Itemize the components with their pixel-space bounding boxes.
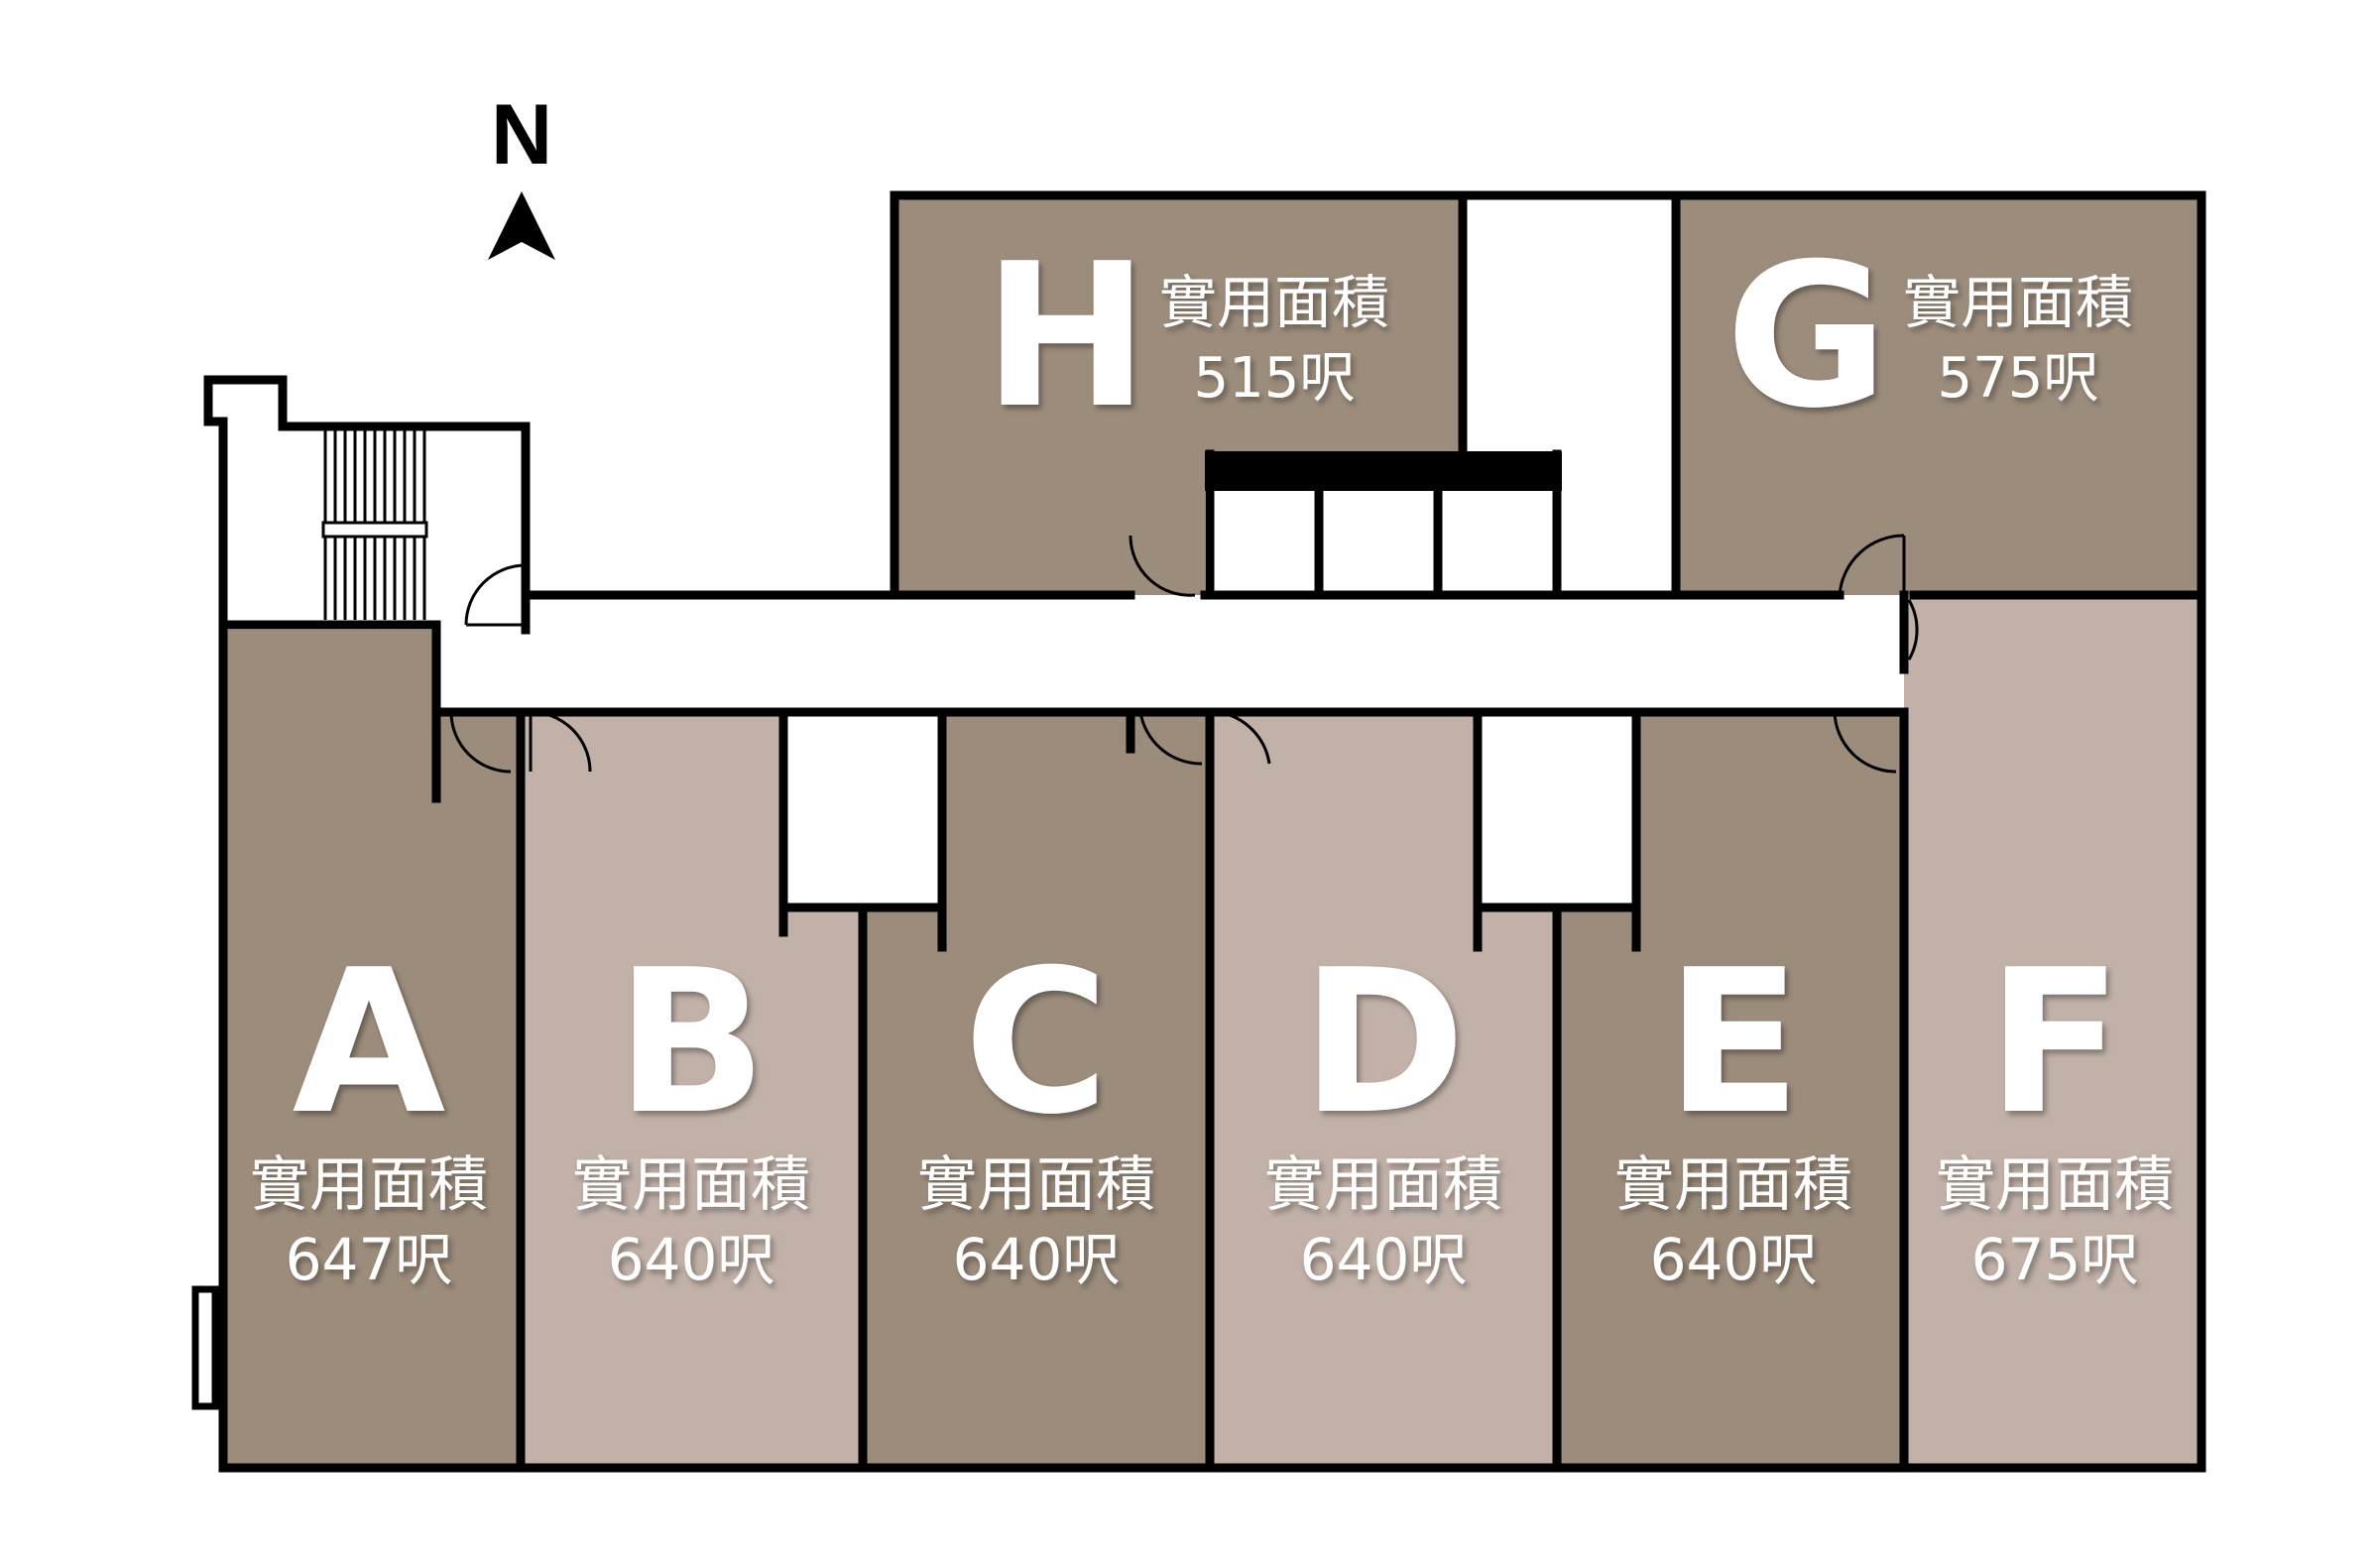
unit-label-g: G 實用面積 575呎: [1726, 221, 2133, 452]
unit-letter: E: [1666, 927, 1802, 1158]
door-swings: [449, 534, 1919, 774]
unit-area-g[interactable]: [1676, 195, 2202, 595]
unit-area-label: 實用面積: [1903, 269, 2133, 336]
unit-area-a[interactable]: [223, 630, 521, 1468]
north-arrow-icon: [488, 191, 555, 260]
unit-label-d: D 實用面積 640呎: [1264, 927, 1502, 1293]
unit-letter: C: [964, 927, 1110, 1158]
unit-area-label: 實用面積: [1614, 1150, 1852, 1220]
unit-letter: D: [1301, 927, 1466, 1158]
unit-area-label: 實用面積: [917, 1150, 1155, 1220]
unit-letter: A: [293, 927, 446, 1158]
unit-area-value: 515呎: [1194, 346, 1356, 411]
west-vent: [191, 1285, 219, 1410]
unit-area-label: 實用面積: [1264, 1150, 1502, 1220]
unit-area-value: 640呎: [1650, 1226, 1818, 1293]
unit-area-label: 實用面積: [250, 1150, 488, 1220]
unit-area-value: 647呎: [286, 1226, 453, 1293]
unit-label-f: F 實用面積 675呎: [1936, 927, 2174, 1293]
unit-area-f[interactable]: [1904, 595, 2202, 1468]
staircase: [321, 429, 428, 620]
unit-letter: G: [1726, 221, 1888, 452]
lift-header-beam: [1205, 451, 1562, 491]
unit-label-b: B 實用面積 640呎: [572, 927, 810, 1293]
unit-area-value: 640呎: [608, 1226, 775, 1293]
utility-niche-de: [1478, 712, 1636, 907]
unit-letter: B: [616, 927, 767, 1158]
unit-area-value: 575呎: [1938, 346, 2099, 411]
walls: [203, 190, 2206, 1473]
unit-label-a: A 實用面積 647呎: [250, 927, 488, 1293]
corridor: [436, 595, 1904, 712]
unit-letter: H: [983, 221, 1148, 452]
unit-area-label: 實用面積: [572, 1150, 810, 1220]
unit-label-h: H 實用面積 515呎: [983, 221, 1389, 452]
unit-area-value: 640呎: [1300, 1226, 1468, 1293]
unit-area-value: 640呎: [953, 1226, 1121, 1293]
unit-area-value: 675呎: [1971, 1226, 2139, 1293]
utility-niche-bc: [783, 712, 942, 907]
unit-label-c: C 實用面積 640呎: [917, 927, 1155, 1293]
unit-letter: F: [1987, 927, 2123, 1158]
compass-label: N: [491, 87, 552, 182]
unit-area-label: 實用面積: [1159, 269, 1389, 336]
unit-label-e: E 實用面積 640呎: [1614, 927, 1852, 1293]
unit-area-label: 實用面積: [1936, 1150, 2174, 1220]
